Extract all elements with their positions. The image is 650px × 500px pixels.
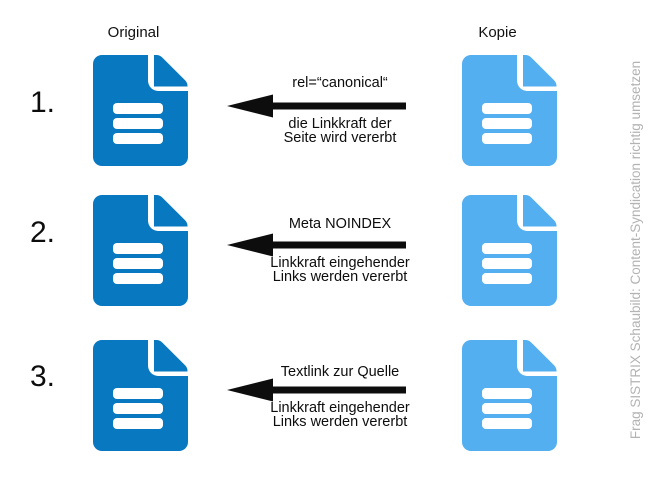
arrow-sublabel: die Linkkraft der Seite wird vererbt: [230, 116, 450, 146]
original-document-icon: [93, 340, 188, 451]
arrow-sublabel-line1: Linkkraft eingehender: [270, 400, 410, 416]
copy-document-icon: [462, 55, 557, 166]
column-header-original: Original: [107, 24, 160, 41]
arrow-label: rel=“canonical“: [292, 75, 388, 91]
arrow-sublabel-line1: Linkkraft eingehender: [270, 255, 410, 271]
row-number: 2.: [30, 216, 56, 249]
arrow-left-icon: [227, 232, 407, 258]
copy-document-icon: [462, 195, 557, 306]
row-number: 1.: [30, 86, 56, 119]
arrow-sublabel-line2: Links werden vererbt: [272, 413, 408, 430]
arrow-sublabel: Linkkraft eingehender Links werden verer…: [230, 255, 450, 285]
arrow-sublabel-line2: Seite wird vererbt: [283, 129, 397, 146]
arrow-label: Textlink zur Quelle: [280, 364, 400, 380]
original-document-icon: [93, 195, 188, 306]
arrow-left-icon: [227, 377, 407, 403]
arrow-sublabel-line2: Links werden vererbt: [272, 268, 408, 285]
arrow-label: Meta NOINDEX: [288, 216, 392, 232]
arrow-sublabel: Linkkraft eingehender Links werden verer…: [230, 400, 450, 430]
copy-document-icon: [462, 340, 557, 451]
original-document-icon: [93, 55, 188, 166]
watermark-credit: Frag SISTRIX Schaubild: Content-Syndicat…: [628, 60, 643, 440]
arrow-sublabel-line1: die Linkkraft der: [288, 116, 392, 132]
column-header-kopie: Kopie: [478, 24, 517, 41]
row-number: 3.: [30, 360, 56, 393]
arrow-left-icon: [227, 93, 407, 119]
